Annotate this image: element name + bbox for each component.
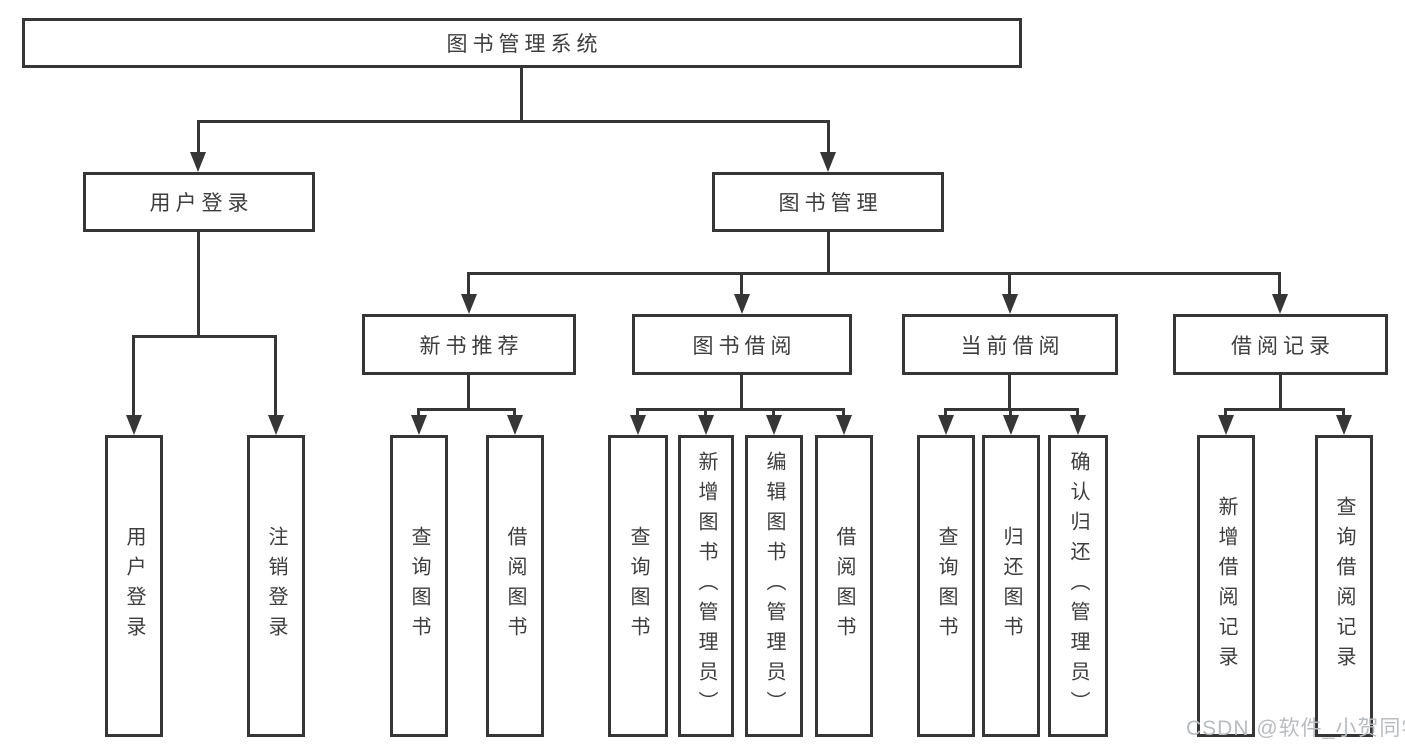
connector-line [1279,375,1282,411]
leaf-label: 新增图书（管理员） [695,451,717,721]
leaf-query-books-2: 查询图书 [608,435,668,737]
watermark-text: CSDN @软件_小贺同学 [1186,717,1405,740]
leaf-edit-book-admin: 编辑图书（管理员） [745,435,803,737]
node-book-borrowing: 图书借阅 [632,314,852,375]
connector-line [197,120,830,123]
connector-line [1076,408,1079,418]
node-borrowing-records: 借阅记录 [1173,314,1388,375]
leaf-add-book-admin: 新增图书（管理员） [678,435,734,737]
connector-line [274,335,277,417]
arrow-down-icon [461,294,477,314]
connector-line [827,232,830,275]
connector-line [197,120,200,154]
connector-line [417,408,420,418]
leaf-label: 借阅图书 [504,526,526,646]
connector-line [827,120,830,154]
arrow-down-icon [820,152,836,172]
leaf-add-borrow-record: 新增借阅记录 [1197,435,1255,737]
connector-line [467,375,470,411]
leaf-label: 用户登录 [123,526,145,646]
leaf-label: 新增借阅记录 [1215,496,1237,676]
connector-line [1278,272,1281,296]
arrow-down-icon [766,415,782,435]
connector-line [1008,375,1011,411]
connector-line [944,408,947,418]
node-label: 图书管理 [778,192,883,215]
connector-line [704,408,707,418]
leaf-borrow-books-2: 借阅图书 [815,435,873,737]
arrow-down-icon [411,415,427,435]
leaf-label: 借阅图书 [833,526,855,646]
node-label: 当前借阅 [960,334,1065,358]
arrow-down-icon [836,415,852,435]
leaf-logout: 注销登录 [247,435,305,737]
connector-line [467,272,1281,275]
arrow-down-icon [1070,415,1086,435]
leaf-query-books-3: 查询图书 [917,435,975,737]
connector-line [513,408,516,418]
leaf-user-login: 用户登录 [105,435,163,737]
arrow-down-icon [630,415,646,435]
node-label: 图书管理系统 [446,33,603,56]
arrow-down-icon [190,152,206,172]
connector-line [467,272,470,296]
leaf-label: 归还图书 [1000,526,1022,646]
node-user-login: 用户登录 [83,172,315,232]
arrow-down-icon [1336,415,1352,435]
connector-line [842,408,845,418]
connector-line [197,232,200,338]
node-label: 图书借阅 [692,334,797,358]
connector-line [636,408,639,418]
leaf-return-books: 归还图书 [982,435,1040,737]
connector-line [520,68,523,123]
leaf-label: 确认归还（管理员） [1067,451,1089,721]
connector-line [1224,408,1227,418]
connector-line [1224,408,1345,411]
node-current-borrowing: 当前借阅 [902,314,1118,375]
connector-line [740,272,743,296]
connector-line [1342,408,1345,418]
leaf-label: 查询借阅记录 [1333,496,1355,676]
connector-line [132,335,135,417]
connector-line [636,408,845,411]
node-library-system: 图书管理系统 [22,18,1022,68]
leaf-confirm-return-admin: 确认归还（管理员） [1048,435,1108,737]
arrow-down-icon [268,415,284,435]
leaf-borrow-books-1: 借阅图书 [486,435,544,737]
leaf-label: 查询图书 [935,526,957,646]
leaf-label: 查询图书 [627,526,649,646]
leaf-label: 查询图书 [408,526,430,646]
connector-line [1009,408,1012,418]
arrow-down-icon [698,415,714,435]
node-book-management: 图书管理 [712,172,944,232]
arrow-down-icon [507,415,523,435]
node-label: 用户登录 [149,192,254,215]
leaf-query-borrow-record: 查询借阅记录 [1315,435,1373,737]
connector-line [417,408,516,411]
arrow-down-icon [1218,415,1234,435]
arrow-down-icon [1003,415,1019,435]
leaf-label: 注销登录 [265,526,287,646]
arrow-down-icon [938,415,954,435]
arrow-down-icon [1002,294,1018,314]
node-label: 借阅记录 [1231,334,1335,358]
leaf-query-books-1: 查询图书 [390,435,448,737]
arrow-down-icon [126,415,142,435]
connector-line [740,375,743,411]
connector-line [772,408,775,418]
node-label: 新书推荐 [419,334,524,358]
connector-line [132,335,277,338]
arrow-down-icon [1272,294,1288,314]
arrow-down-icon [734,294,750,314]
connector-line [1008,272,1011,296]
leaf-label: 编辑图书（管理员） [763,451,785,721]
node-new-book-recommend: 新书推荐 [362,314,576,375]
